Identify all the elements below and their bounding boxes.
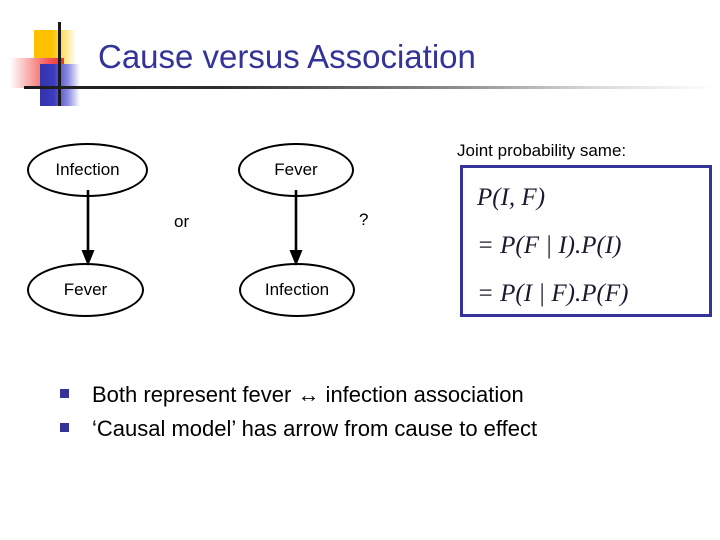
formula-line-1: P(I, F) <box>477 184 546 211</box>
node-right-effect: Infection <box>239 263 355 317</box>
connector-or-label: or <box>174 212 190 231</box>
bullet-text: Both represent fever ↔ infection associa… <box>92 382 524 407</box>
node-left-cause: Infection <box>27 143 148 197</box>
joint-probability-caption: Joint probability same: <box>457 141 627 160</box>
bullet-text: ‘Causal model’ has arrow from cause to e… <box>92 416 538 441</box>
node-right-effect-label: Infection <box>264 280 330 299</box>
connector-question-label: ? <box>359 210 369 229</box>
down-arrow-icon-right <box>289 190 303 266</box>
page-title: Cause versus Association <box>98 38 476 75</box>
bullet-list: Both represent fever ↔ infection associa… <box>60 382 680 450</box>
node-left-effect-label: Fever <box>63 280 108 299</box>
node-right-cause-label: Fever <box>274 160 318 179</box>
joint-probability-box: P(I, F) = P(F | I).P(I) = P(I | F).P(F) <box>460 165 712 317</box>
list-item: ‘Causal model’ has arrow from cause to e… <box>60 416 680 442</box>
down-arrow-icon-left <box>81 190 95 266</box>
logo-vertical-rule <box>58 22 61 106</box>
header-horizontal-rule <box>24 86 716 89</box>
formula-line-2: = P(F | I).P(I) <box>477 232 622 259</box>
list-item: Both represent fever ↔ infection associa… <box>60 382 680 408</box>
node-left-cause-label: Infection <box>55 160 120 179</box>
bullet-square-icon <box>60 423 69 432</box>
bullet-square-icon <box>60 389 69 398</box>
formula-line-3: = P(I | F).P(F) <box>477 280 629 307</box>
node-left-effect: Fever <box>27 263 144 317</box>
node-right-cause: Fever <box>238 143 354 197</box>
